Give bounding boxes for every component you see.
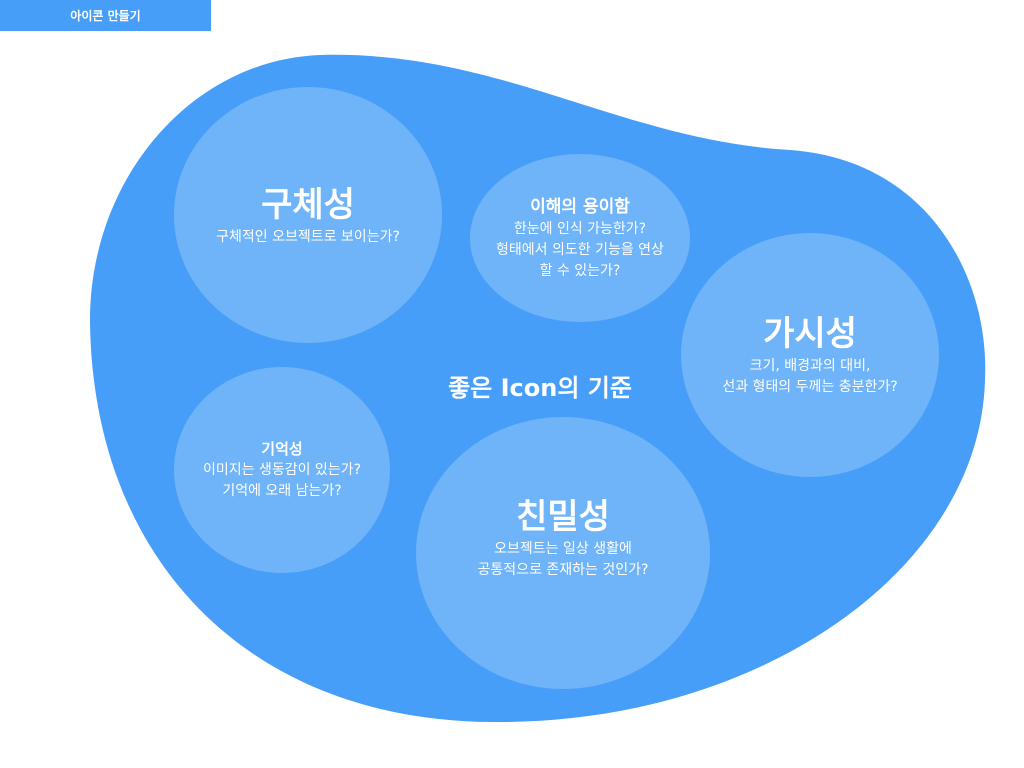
criterion-desc: 이미지는 생동감이 있는가? — [202, 461, 361, 478]
center-title: 좋은 Icon의 기준 — [448, 374, 632, 402]
criterion-memorability: 기억성 이미지는 생동감이 있는가? 기억에 오래 남는가? — [174, 367, 390, 573]
criterion-desc: 선과 형태의 두께는 충분한가? — [722, 379, 898, 395]
criterion-familiarity: 친밀성 오브젝트는 일상 생활에 공통적으로 존재하는 것인가? — [416, 417, 710, 689]
criterion-desc: 구체적인 오브젝트로 보이는가? — [216, 228, 400, 245]
criterion-title: 가시성 — [763, 314, 857, 354]
criterion-desc: 크기, 배경과의 대비, — [749, 358, 871, 374]
criterion-desc: 공통적으로 존재하는 것인가? — [477, 562, 649, 578]
criterion-visibility: 가시성 크기, 배경과의 대비, 선과 형태의 두께는 충분한가? — [681, 233, 939, 477]
criterion-desc: 형태에서 의도한 기능을 연상 — [496, 241, 664, 258]
criterion-title: 이해의 용이함 — [530, 196, 630, 217]
criterion-desc: 한눈에 인식 가능한가? — [513, 220, 647, 237]
criterion-concreteness: 구체성 구체적인 오브젝트로 보이는가? — [174, 87, 442, 343]
criterion-desc: 할 수 있는가? — [539, 262, 621, 279]
criterion-title: 친밀성 — [516, 497, 610, 537]
criterion-desc: 기억에 오래 남는가? — [222, 482, 342, 499]
criterion-title: 기억성 — [261, 439, 303, 458]
criterion-comprehension: 이해의 용이함 한눈에 인식 가능한가? 형태에서 의도한 기능을 연상 할 수… — [470, 154, 690, 322]
criterion-desc: 오브젝트는 일상 생활에 — [494, 541, 632, 557]
criterion-title: 구체성 — [261, 184, 355, 225]
tab-make-icon[interactable]: 아이콘 만들기 — [0, 0, 211, 31]
